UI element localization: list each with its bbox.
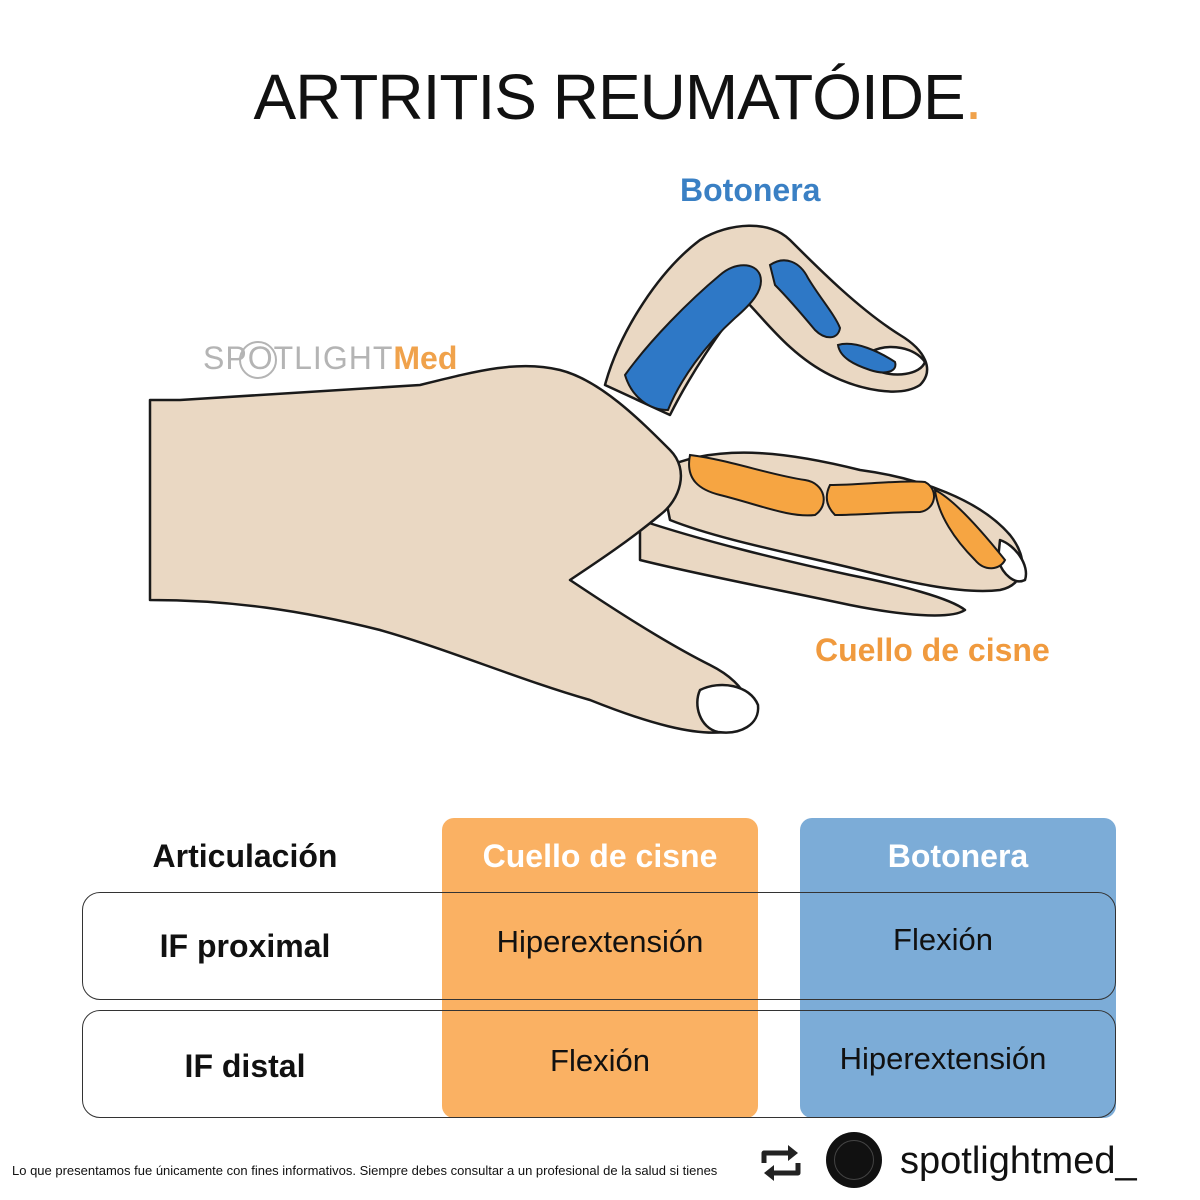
lower-finger-2: [638, 518, 967, 617]
hand-illustration: [148, 224, 1028, 734]
avatar[interactable]: [826, 1132, 882, 1188]
hand-palm: [148, 364, 750, 734]
blue-bones: [623, 259, 897, 412]
repost-icon[interactable]: [758, 1143, 804, 1183]
table-row: [82, 1010, 1116, 1118]
finger-nail-lower: [996, 538, 1028, 583]
cell-distal-swan: Flexión: [550, 1043, 650, 1078]
logo-circle: [239, 341, 277, 379]
column-boutonniere-bg: [800, 818, 1116, 1118]
column-swan-neck-bg: [442, 818, 758, 1118]
page-title: ARTRITIS REUMATÓIDE.: [0, 60, 1200, 134]
logo-spotlight: SPOTLIGHT: [203, 340, 394, 376]
row-label-if-proximal: IF proximal: [159, 928, 331, 964]
orange-bones: [688, 453, 1007, 570]
thumb-nail: [696, 683, 760, 734]
label-botonera: Botonera: [680, 172, 821, 208]
table-row: [82, 892, 1116, 1000]
watermark-logo: SPOTLIGHTMed: [203, 340, 457, 377]
header-articulacion: Articulación: [152, 838, 338, 874]
title-text: ARTRITIS REUMATÓIDE: [253, 61, 966, 133]
title-dot: .: [964, 61, 983, 133]
label-cuello-de-cisne: Cuello de cisne: [815, 632, 1050, 668]
cell-distal-boutonniere: Hiperextensión: [839, 1041, 1047, 1076]
username[interactable]: spotlightmed_: [900, 1140, 1137, 1182]
row-label-if-distal: IF distal: [184, 1048, 306, 1084]
cell-proximal-boutonniere: Flexión: [893, 922, 993, 957]
cell-proximal-swan: Hiperextensión: [496, 924, 704, 959]
logo-med: Med: [393, 340, 458, 376]
header-cuello-de-cisne: Cuello de cisne: [482, 838, 718, 874]
header-botonera: Botonera: [887, 838, 1029, 874]
footer-disclaimer: Lo que presentamos fue únicamente con fi…: [12, 1163, 718, 1178]
